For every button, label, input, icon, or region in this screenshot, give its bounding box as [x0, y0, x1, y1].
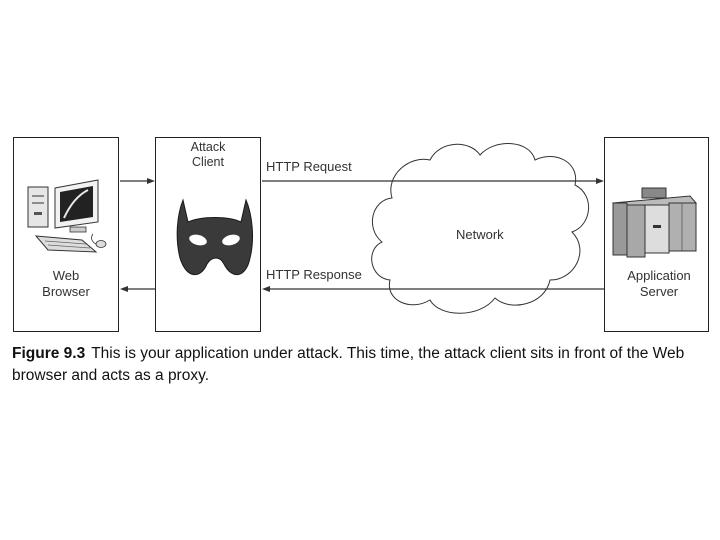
application-server-label-line1: Application [627, 268, 691, 283]
web-browser-label: Web Browser [13, 268, 119, 300]
web-browser-label-line2: Browser [42, 284, 90, 299]
computer-icon [27, 179, 107, 253]
response-arrow-1 [262, 286, 604, 292]
devil-mask-icon [176, 198, 254, 275]
attack-client-label-line1: Attack [190, 140, 226, 154]
attack-client-label-line2: Client [192, 155, 224, 169]
request-arrow-2 [262, 178, 604, 184]
attack-client-label: Attack Client [155, 140, 261, 170]
figure-number: Figure 9.3 [12, 345, 86, 362]
web-browser-box [13, 137, 119, 332]
application-server-label-line2: Server [639, 284, 679, 299]
application-server-label: Application Server [604, 268, 714, 300]
network-label: Network [456, 227, 504, 242]
response-arrow-2 [120, 286, 155, 292]
cloud-icon [371, 143, 590, 314]
server-icon [611, 187, 698, 258]
http-request-label: HTTP Request [266, 159, 352, 174]
request-arrow-1 [120, 178, 155, 184]
web-browser-label-line1: Web [52, 268, 80, 283]
http-response-label: HTTP Response [266, 267, 362, 282]
figure-caption-text: This is your application under attack. T… [12, 345, 685, 384]
